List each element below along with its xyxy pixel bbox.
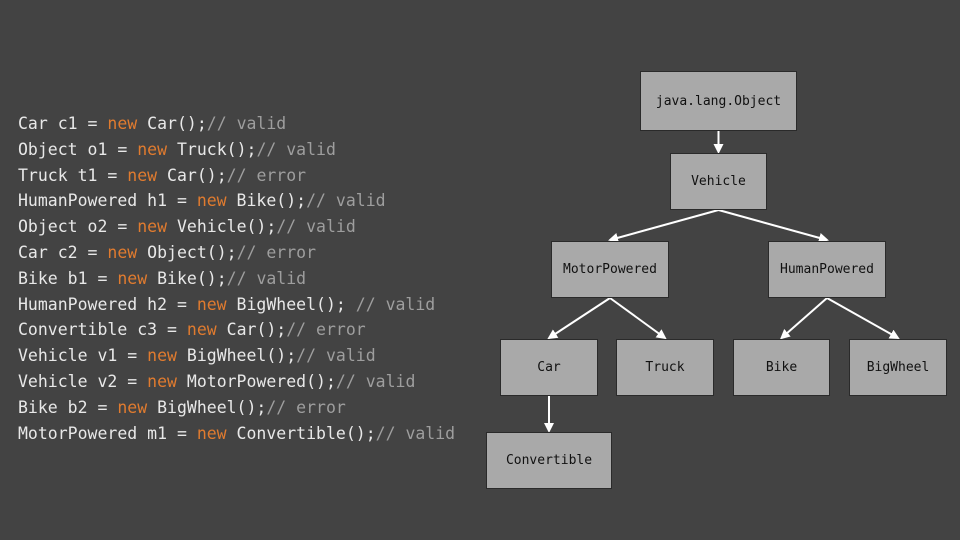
code-text: Car c2 = xyxy=(18,242,108,262)
class-node-vehicle: Vehicle xyxy=(670,153,767,210)
code-text: Car(); xyxy=(137,114,207,133)
code-line: Bike b2 = new BigWheel();// error xyxy=(18,395,455,421)
code-text: HumanPowered h1 = xyxy=(18,191,197,211)
keyword-new: new xyxy=(127,165,158,185)
code-text: Object o2 = xyxy=(18,217,138,237)
edge-humanpowered-to-bigwheel xyxy=(826,297,900,339)
keyword-new: new xyxy=(117,397,148,417)
code-comment: // error xyxy=(226,165,307,185)
code-text: Vehicle v1 = xyxy=(18,346,148,366)
edge-vehicle-to-humanpowered xyxy=(718,209,829,243)
code-text: Car(); xyxy=(157,165,227,185)
code-text: BigWheel(); xyxy=(176,346,297,366)
code-comment: // error xyxy=(286,320,366,340)
code-line: Vehicle v2 = new MotorPowered();// valid xyxy=(18,369,455,395)
code-line: Truck t1 = new Car();// error xyxy=(18,163,455,189)
code-line: Object o1 = new Truck();// valid xyxy=(18,137,455,163)
keyword-new: new xyxy=(137,217,168,237)
code-line: Bike b1 = new Bike();// valid xyxy=(18,266,455,292)
class-node-label: Vehicle xyxy=(691,174,746,189)
class-node-label: Car xyxy=(537,360,561,375)
class-node-label: Bike xyxy=(765,360,798,375)
code-line: Car c2 = new Object();// error xyxy=(18,240,455,266)
keyword-new: new xyxy=(196,294,227,314)
code-line: HumanPowered h2 = new BigWheel(); // val… xyxy=(18,292,455,318)
code-text: Convertible c3 = xyxy=(18,320,187,340)
keyword-new: new xyxy=(196,423,227,443)
class-node-label: java.lang.Object xyxy=(655,93,782,109)
class-node-motorpowered: MotorPowered xyxy=(551,241,669,298)
code-comment: // valid xyxy=(335,371,416,391)
code-text: Truck t1 = xyxy=(18,165,128,185)
class-node-label: MotorPowered xyxy=(563,262,657,277)
keyword-new: new xyxy=(137,139,168,159)
code-text: HumanPowered h2 = xyxy=(18,294,197,314)
code-text: Convertible(); xyxy=(226,423,376,443)
code-comment: // valid xyxy=(355,294,436,314)
class-node-object: java.lang.Object xyxy=(640,71,797,131)
code-comment: // valid xyxy=(375,423,456,443)
code-line: Vehicle v1 = new BigWheel();// valid xyxy=(18,343,455,369)
code-comment: // valid xyxy=(256,139,336,159)
class-node-bigwheel: BigWheel xyxy=(849,339,947,396)
edge-motorpowered-to-truck xyxy=(609,297,667,340)
class-node-label: Truck xyxy=(645,360,685,375)
keyword-new: new xyxy=(196,191,227,211)
edge-motorpowered-to-car xyxy=(547,297,611,340)
code-line: Object o2 = new Vehicle();// valid xyxy=(18,214,455,240)
class-node-label: HumanPowered xyxy=(780,262,874,277)
code-text: Object(); xyxy=(137,242,237,262)
code-text: Truck(); xyxy=(167,139,257,159)
edge-vehicle-to-motorpowered xyxy=(608,209,719,243)
code-text: Bike(); xyxy=(226,191,307,211)
class-node-label: Convertible xyxy=(505,453,593,468)
edge-humanpowered-to-bike xyxy=(779,297,828,340)
keyword-new: new xyxy=(117,268,148,288)
code-text: BigWheel(); xyxy=(226,294,356,314)
code-comment: // valid xyxy=(206,114,287,133)
code-text: BigWheel(); xyxy=(147,397,267,417)
keyword-new: new xyxy=(107,242,138,262)
class-node-humanpowered: HumanPowered xyxy=(768,241,886,298)
code-text: Vehicle v2 = xyxy=(18,371,148,391)
code-text: Bike b1 = xyxy=(18,268,118,288)
class-node-bike: Bike xyxy=(733,339,830,396)
code-comment: // error xyxy=(236,242,317,262)
code-text: Vehicle(); xyxy=(167,217,277,237)
code-comment: // error xyxy=(266,397,346,417)
code-text: MotorPowered(); xyxy=(176,371,336,391)
code-line: Car c1 = new Car();// valid xyxy=(18,111,455,137)
code-line: Convertible c3 = new Car();// error xyxy=(18,317,455,343)
code-comment: // valid xyxy=(296,346,376,366)
code-text: Car(); xyxy=(216,320,287,340)
class-node-car: Car xyxy=(500,339,598,396)
class-node-truck: Truck xyxy=(616,339,714,396)
keyword-new: new xyxy=(147,346,177,366)
code-line: HumanPowered h1 = new Bike();// valid xyxy=(18,188,455,214)
class-node-convertible: Convertible xyxy=(486,432,612,489)
code-comment: // valid xyxy=(306,191,386,211)
code-comment: // valid xyxy=(226,268,307,288)
code-comment: // valid xyxy=(276,217,356,237)
code-text: Car c1 = xyxy=(18,114,108,133)
keyword-new: new xyxy=(186,320,217,340)
keyword-new: new xyxy=(107,114,138,133)
code-line: MotorPowered m1 = new Convertible();// v… xyxy=(18,421,455,447)
code-text: Bike b2 = xyxy=(18,397,118,417)
code-text: MotorPowered m1 = xyxy=(18,423,197,443)
keyword-new: new xyxy=(147,371,177,391)
class-node-label: BigWheel xyxy=(866,360,930,375)
code-text: Bike(); xyxy=(147,268,227,288)
code-text: Object o1 = xyxy=(18,139,138,159)
